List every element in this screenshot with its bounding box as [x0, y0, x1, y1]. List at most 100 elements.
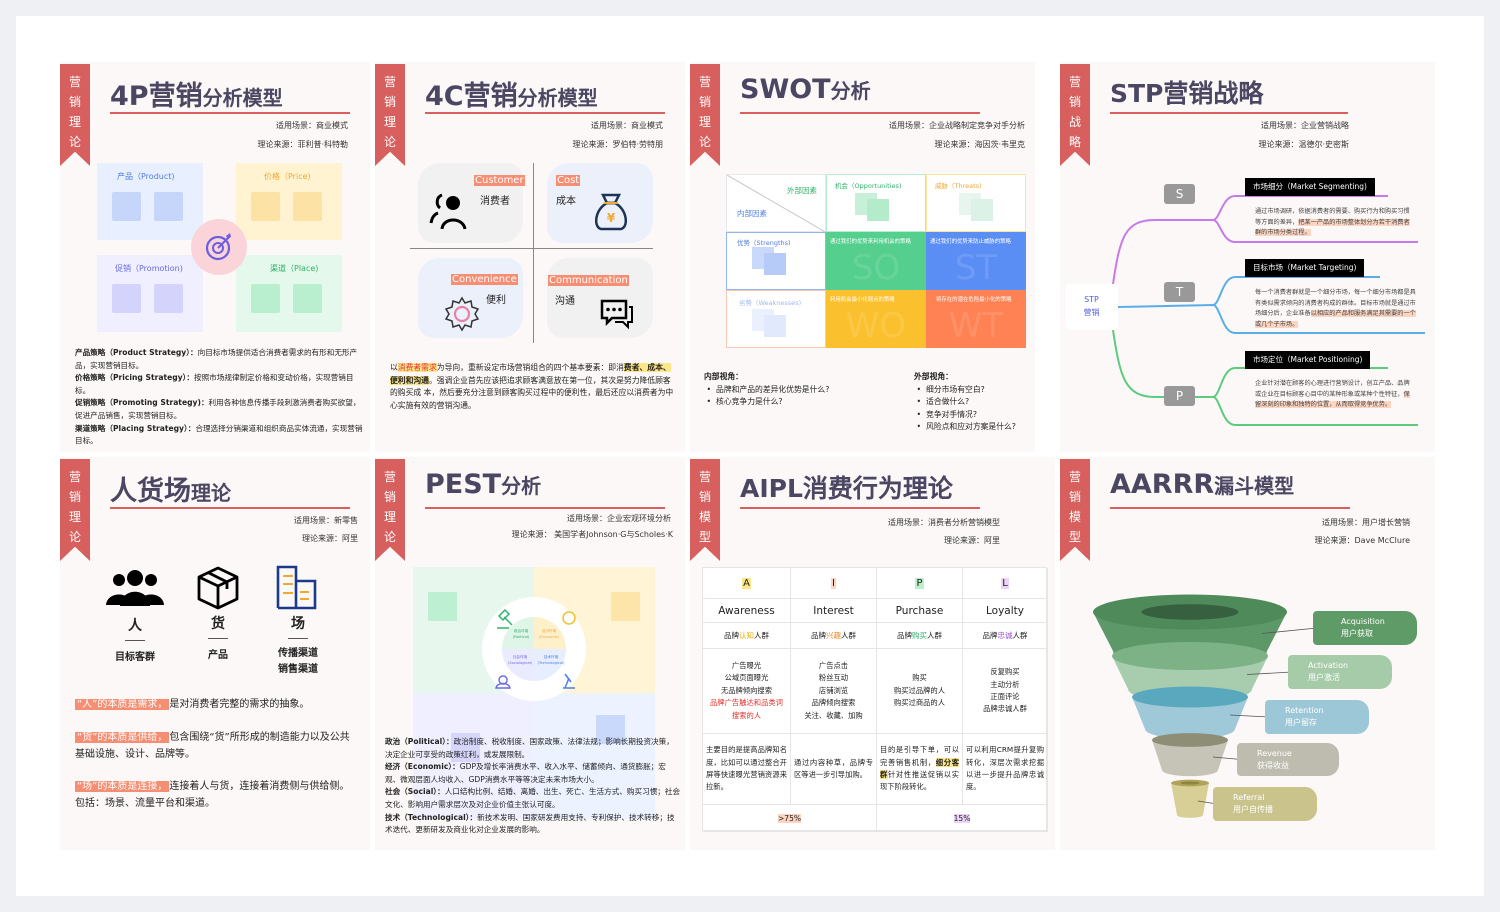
panel-pest[interactable]: 营销理论 PEST分析 适用场景：企业宏观环境分析 理论来源： 美国学者John… — [375, 457, 685, 850]
cell-text: 购买 — [912, 673, 927, 683]
ribbon-char: 销 — [68, 490, 81, 504]
branch-line-s — [1112, 195, 1418, 285]
title-main: 人货场 — [110, 476, 191, 507]
funnel-layer — [1132, 697, 1248, 739]
cell-text: 品牌倾向搜索 — [811, 698, 856, 708]
strategy-item: 价格策略（Pricing Strategy）：按照市场规律制定价格和变动价格，实… — [75, 372, 363, 397]
statement: “场”的本质是连接，连接着人与货，连接着消费侧与供给侧。包括：场景、流量平台和渠… — [75, 781, 350, 809]
description-cell: 主要目的是提高品牌知名度，比如可以通过整合开屏等快速曝光营销资源来拉新。 — [703, 734, 791, 805]
touchpoint-list: 购买购买过品牌的人购买过商品的人 — [894, 672, 945, 709]
cell-text: 将存在的潜在危险最小化的策略 — [936, 297, 1012, 303]
strengths-cell: 优势（Strengths) — [726, 232, 826, 290]
corner-cell: 外部因素 内部因素 — [726, 174, 827, 233]
card-en: Cost — [556, 175, 581, 186]
cell-text: 通过内容种草，品牌专区等进一步引导加购。 — [794, 757, 873, 779]
cell-text: 品牌广告触达和品类词搜索的人 — [710, 698, 783, 720]
item-goods: 货产品 — [188, 613, 248, 661]
item-people: 人目标客群 — [105, 615, 165, 663]
cell-label: 劣势（Weaknesses) — [739, 299, 802, 307]
stage-en: Retention — [1285, 706, 1324, 715]
title-underline — [110, 112, 350, 114]
cell-text: Awareness — [718, 604, 775, 617]
internal-label: 内部因素 — [737, 209, 767, 218]
text-segment: 。强调企业首先应该把追求顾客满意放在第一位，其次是努力降低顾客的购买成 本，然后… — [390, 375, 674, 410]
list-item: • 品牌和产品的差异化优势是什么? — [704, 384, 830, 394]
ribbon-char: 论 — [383, 135, 396, 149]
stage-description: 目的是引导下单，可以完善销售机制，细分客群针对性推送促销以实现下阶段转化。 — [877, 744, 962, 794]
touchpoint-list: 反复购买主动分析正面评论品牌忠诚人群 — [983, 666, 1027, 716]
scene-text: 适用场景：商业模式 — [276, 121, 348, 130]
stage-name: Purchase — [877, 599, 963, 623]
ribbon-tag: 营销战略 — [1060, 64, 1090, 166]
swot-grid: 外部因素 内部因素 机会（Opportunities) 威胁（Threats) … — [726, 174, 1026, 348]
card-zh: 消费者 — [480, 196, 510, 207]
source-text: 理论来源：菲利普·科特勒 — [257, 140, 348, 149]
stage-description: 主要目的是提高品牌知名度，比如可以通过整合开屏等快速曝光营销资源来拉新。 — [703, 744, 790, 794]
ribbon-char: 论 — [698, 135, 711, 149]
cell-text: 针对性推送促销以实现下阶段转化。 — [880, 770, 960, 792]
group-people-icon — [106, 570, 164, 606]
connector-arrow — [1229, 714, 1270, 718]
cell-text: 认知 — [739, 631, 754, 640]
ribbon-char: 营 — [383, 75, 396, 89]
cell-text: 可以利用CRM提升复购转化，深层次需求挖掘以进一步提升品牌忠诚度。 — [966, 745, 1044, 792]
stage-zh: 用户留存 — [1285, 718, 1317, 727]
text-segment: 以 — [390, 363, 398, 372]
cell-text: I — [831, 577, 836, 589]
outer-perspective: 外部视角： • 细分市场有空白? • 适合做什么? • 竞争对手情况? • 风险… — [914, 371, 1016, 434]
panel-aarrr[interactable]: 营销模型 AARRR漏斗模型 适用场景：用户增长营销 理论来源：Dave McC… — [1060, 457, 1435, 850]
node-text: 营销 — [1083, 308, 1100, 317]
threats-cell: 威胁（Threats) — [926, 174, 1026, 232]
cell-text: A — [742, 577, 751, 589]
title-underline — [110, 507, 350, 509]
stage-label-retention: Retention 用户留存 — [1265, 700, 1369, 734]
coin-bag-icon — [562, 611, 576, 625]
building-icon — [276, 565, 317, 610]
scene-text: 适用场景：企业宏观环境分析 — [567, 514, 671, 523]
svg-text:¥: ¥ — [607, 211, 616, 225]
ribbon-char: 销 — [383, 95, 396, 109]
branch-line-t — [1117, 276, 1425, 334]
cell-text: 品牌 — [811, 631, 826, 640]
branch-text: 每一个消费者群就是一个细分市场，每一个细分市场都是具有类似需求倾向的消费者构成的… — [1255, 289, 1416, 328]
pest-item: 经济（Economic）：GDP及增长率消费水平、收入水平、储蓄倾向、通货膨胀；… — [385, 762, 666, 784]
strategy-desc: 合理选择分销渠道和组织商品实体流通，实现营销目标。 — [75, 423, 363, 446]
touchpoint-list: 广告点击粉丝互动店铺浏览品牌倾向搜索关注、收藏、加购 — [804, 660, 862, 722]
quadrant-price: 价格（Price) — [236, 163, 342, 240]
card-communication: Communication 沟通 — [547, 258, 653, 338]
panel-aipl[interactable]: 营销模型 AIPL消费行为理论 适用场景：消费者分析营销模型 理论来源：阿里 A… — [690, 457, 1055, 850]
touchpoint-cell: 反复购买主动分析正面评论品牌忠诚人群 — [963, 649, 1048, 734]
letter-s: S — [1164, 184, 1195, 204]
panel-stp[interactable]: 营销战略 STP营销战略 适用场景：企业营销战略 理论来源：温德尔·史密斯 ST… — [1060, 62, 1435, 452]
target-icon — [191, 219, 247, 275]
cell-text: Loyalty — [986, 604, 1024, 617]
panel-4c[interactable]: 营销理论 4C营销分析模型 适用场景：商业模式 理论来源：罗伯特·劳特朋 Cus… — [375, 62, 685, 452]
panel-title: AIPL消费行为理论 — [740, 469, 953, 505]
cell-text: P — [915, 577, 924, 589]
strategy-list: 产品策略（Product Strategy）：向目标市场提供适合消费者需求的有形… — [75, 347, 363, 448]
panel-title: SWOT分析 — [740, 74, 871, 105]
ribbon-char: 略 — [1068, 135, 1081, 149]
strategy-item: 产品策略（Product Strategy）：向目标市场提供适合消费者需求的有形… — [75, 347, 363, 372]
cell-text: 目的是引导下单，可以完善销售机制， — [880, 745, 959, 767]
cell-text: 人群 — [754, 631, 769, 640]
ribbon-char: 营 — [1068, 470, 1081, 484]
source-text: 理论来源：温德尔·史密斯 — [1258, 140, 1349, 149]
letter-p: P — [1164, 386, 1195, 406]
cell-text: 购买 — [912, 631, 927, 640]
panel-4p[interactable]: 营销理论 4P营销分析模型 适用场景：商业模式 理论来源：菲利普·科特勒 产品（… — [60, 62, 370, 452]
title-underline — [740, 507, 980, 509]
panel-people-goods-place[interactable]: 营销理论 人货场理论 适用场景：新零售 理论来源：阿里 人目标客群 货产品 场传… — [60, 457, 370, 850]
stage-letter: P — [877, 568, 963, 599]
funnel-opening — [1141, 604, 1239, 620]
panel-swot[interactable]: 营销理论 SWOT分析 适用场景：企业战略制定竞争对手分析 理论来源：海因茨·韦… — [690, 62, 1035, 452]
card-zh: 便利 — [486, 295, 506, 306]
ribbon-char: 销 — [698, 490, 711, 504]
scene-text: 适用场景：企业营销战略 — [1261, 121, 1349, 130]
quadrant-product: 产品（Product) — [97, 163, 203, 240]
strategy-term: 渠道策略（Placing Strategy）： — [75, 423, 196, 433]
description-cell: 通过内容种草，品牌专区等进一步引导加购。 — [791, 734, 877, 805]
list-item: • 竞争对手情况? — [914, 409, 977, 419]
pest-diagram: 政治环境(Political) 经济环境(Economic) 社会环境(Soci… — [413, 567, 655, 819]
